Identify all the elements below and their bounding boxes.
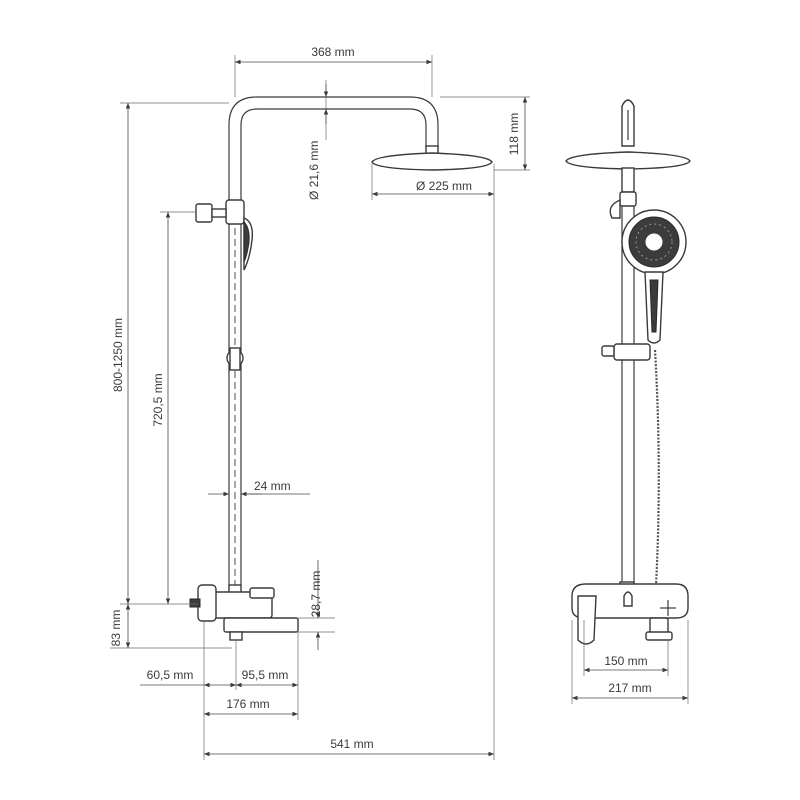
front-slider-tab: [601, 345, 615, 357]
hand-shower-face: [243, 220, 250, 263]
shower-head-front: [565, 151, 691, 170]
slider-body: [229, 347, 241, 371]
hose: [653, 349, 660, 586]
shower-head-side: [371, 152, 493, 171]
front-mixer-lever: [577, 595, 597, 645]
label-wall-offset: 60,5 mm: [147, 668, 194, 682]
front-holder: [619, 191, 637, 207]
label-mixer-width: 217 mm: [608, 681, 651, 695]
front-slider: [613, 343, 651, 361]
dimension-lines: [110, 55, 689, 760]
label-spout-height: 28,7 mm: [309, 571, 323, 618]
front-holder-knob: [609, 198, 621, 219]
label-head-height: 118 mm: [507, 113, 521, 155]
label-rail-width: 24 mm: [254, 479, 291, 493]
hand-shower-center: [644, 232, 664, 252]
dimension-labels: 368 mm Ø 21,6 mm 118 mm Ø 225 mm 800-125…: [109, 45, 652, 751]
label-pipe-diameter: Ø 21,6 mm: [307, 141, 321, 200]
label-total-depth: 541 mm: [330, 737, 373, 751]
hand-shower-handle-inlay: [649, 279, 659, 333]
side-knob: [195, 203, 213, 223]
front-view: [565, 99, 691, 645]
spout: [223, 617, 299, 633]
upper-holder: [225, 199, 245, 225]
label-mixer-depth: 176 mm: [226, 697, 269, 711]
wall-inlet-pipe: [189, 598, 201, 608]
wall-inlet-flange: [197, 584, 217, 622]
label-spout-length: 95,5 mm: [242, 668, 289, 682]
spout-outlet: [229, 631, 243, 641]
hand-shower-nozzles: [635, 223, 673, 261]
front-head-neck: [621, 167, 635, 193]
side-knob-shaft: [211, 208, 227, 218]
front-mixer-notch: [623, 591, 633, 607]
front-spout-tip: [645, 631, 673, 641]
label-top-width: 368 mm: [311, 45, 354, 59]
mixer-handle: [249, 587, 275, 599]
label-head-diameter: Ø 225 mm: [416, 179, 472, 193]
label-rail-height: 720,5 mm: [151, 373, 165, 426]
label-total-height: 800-1250 mm: [111, 318, 125, 392]
side-view: [189, 96, 493, 641]
overhead-arm: [228, 96, 439, 200]
label-bottom-offset: 83 mm: [109, 610, 123, 647]
label-inlet-spacing: 150 mm: [604, 654, 647, 668]
